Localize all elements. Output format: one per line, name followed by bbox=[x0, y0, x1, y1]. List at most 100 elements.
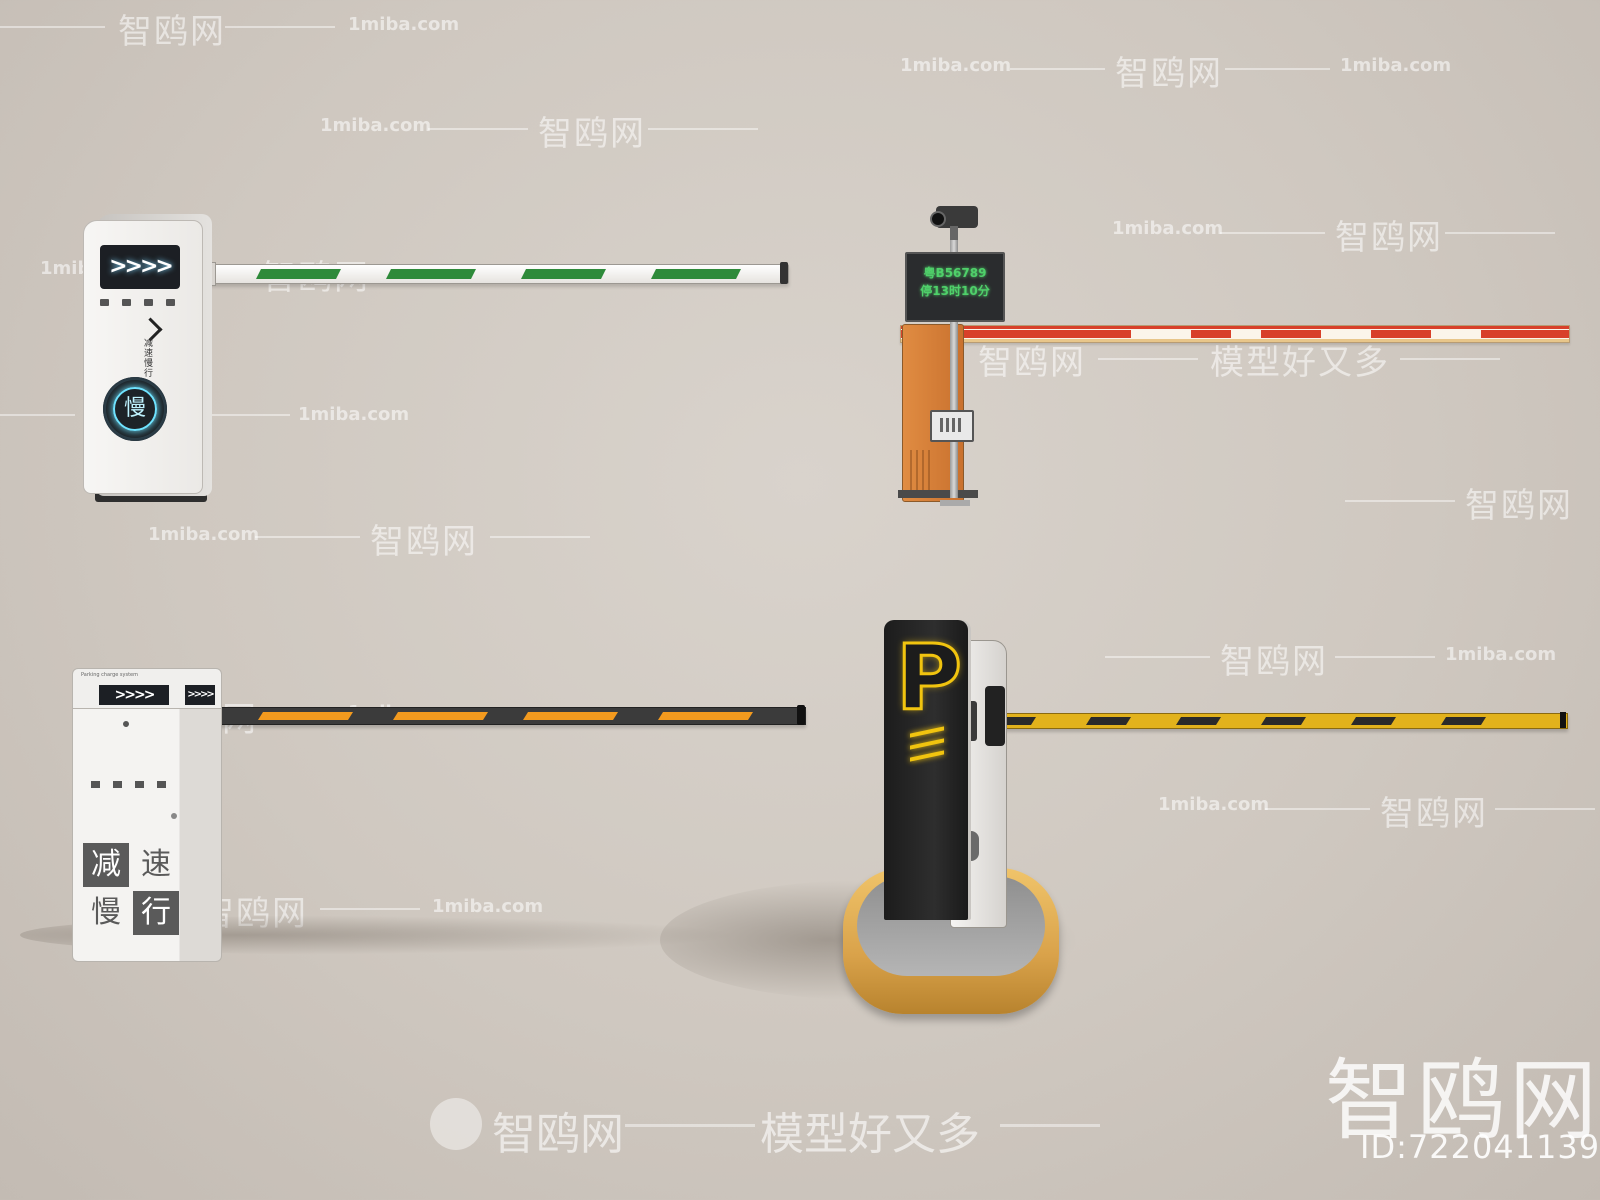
status-icon bbox=[122, 299, 131, 306]
watermark-domain: 1miba.com bbox=[320, 115, 432, 136]
watermark-slogan: 模型好又多 bbox=[760, 1109, 980, 1160]
slow-glyph: 慢 bbox=[113, 387, 157, 431]
watermark-dash bbox=[1105, 656, 1210, 658]
cabinet-top: Parking charge system >>>> >>>> bbox=[72, 668, 222, 710]
lock-keyhole-icon[interactable] bbox=[171, 813, 177, 819]
status-icon bbox=[100, 299, 109, 306]
arrow-display: >>>> bbox=[99, 685, 169, 705]
keypad-box[interactable] bbox=[930, 410, 974, 442]
led-display: 粤B56789 停13时10分 bbox=[905, 252, 1005, 322]
watermark-dash bbox=[1400, 358, 1500, 360]
vent-grille bbox=[910, 450, 930, 490]
watermark-brand: 智鸥网 bbox=[492, 1109, 624, 1160]
watermark-brand: 智鸥网 bbox=[1465, 486, 1573, 526]
watermark-brand: 智鸥网 bbox=[1335, 218, 1443, 258]
cabinet-body: 减 速 慢 行 bbox=[72, 708, 222, 962]
p-letter: P bbox=[895, 626, 964, 731]
boom-top-stripe bbox=[901, 326, 1569, 329]
boom-bottom-stripe bbox=[901, 339, 1569, 342]
image-id-label: ID:722041139 bbox=[1360, 1128, 1600, 1166]
sign-char: 慢 bbox=[83, 891, 129, 935]
pole-foot bbox=[940, 500, 970, 506]
arrow-down-right-icon bbox=[138, 317, 163, 342]
boom-end-cap bbox=[1560, 712, 1566, 728]
watermark-brand: 智鸥网 bbox=[1220, 642, 1328, 682]
camera-icon bbox=[930, 206, 978, 228]
watermark-dash bbox=[200, 414, 290, 416]
icon-row bbox=[98, 299, 182, 309]
watermark-brand: 智鸥网 bbox=[1115, 54, 1223, 94]
watermark-domain: 1miba.com bbox=[148, 524, 260, 545]
camera-lens bbox=[930, 211, 946, 227]
camera-mount bbox=[950, 226, 958, 240]
watermark-dash bbox=[1010, 68, 1105, 70]
corner-brand-logo: 智鸥网 bbox=[1325, 1049, 1600, 1152]
watermark-domain: 1miba.com bbox=[348, 14, 460, 35]
status-icon bbox=[144, 299, 153, 306]
neon-bar bbox=[910, 738, 944, 750]
boom-stripes bbox=[901, 330, 1569, 338]
watermark-dash bbox=[648, 128, 758, 130]
watermark-domain: 1miba.com bbox=[298, 404, 410, 425]
tiny-label: Parking charge system bbox=[81, 672, 138, 678]
neon-bar bbox=[910, 750, 944, 762]
sign-char: 行 bbox=[133, 891, 179, 935]
watermark-domain: 1miba.com bbox=[1158, 794, 1270, 815]
display-pole bbox=[950, 230, 958, 498]
watermark-dash bbox=[1098, 358, 1198, 360]
watermark-dash bbox=[1265, 808, 1370, 810]
status-icon bbox=[135, 781, 144, 788]
watermark-dash bbox=[320, 908, 420, 910]
watermark-dash bbox=[1000, 1124, 1100, 1127]
watermark-domain: 1miba.com bbox=[1112, 218, 1224, 239]
cabinet-front: >>>> 减速慢行 慢 bbox=[83, 220, 203, 494]
watermark-domain: 1miba.com bbox=[1340, 55, 1452, 76]
sign-char: 速 bbox=[133, 843, 179, 887]
icon-row bbox=[91, 781, 181, 791]
watermark-dash bbox=[225, 26, 335, 28]
watermark-dash bbox=[1495, 808, 1595, 810]
boom-arm bbox=[205, 264, 789, 284]
cabinet-base bbox=[898, 490, 978, 498]
boom-motor-housing bbox=[985, 686, 1005, 746]
watermark-brand: 智鸥网 bbox=[1380, 794, 1488, 834]
watermark-domain: 1miba.com bbox=[432, 896, 544, 917]
boom-stripes bbox=[258, 712, 753, 720]
status-icon bbox=[157, 781, 166, 788]
watermark-brand: 智鸥网 bbox=[118, 12, 226, 52]
sign-char: 减 bbox=[83, 843, 129, 887]
boom-stripes bbox=[991, 717, 1486, 725]
watermark-dash bbox=[428, 128, 528, 130]
watermark-dash bbox=[625, 1124, 755, 1127]
status-icon bbox=[113, 781, 122, 788]
keypad-keys bbox=[940, 418, 962, 432]
watermark-dash bbox=[255, 536, 360, 538]
watermark-domain: 1miba.com bbox=[900, 55, 1012, 76]
watermark-domain: 1miba.com bbox=[1445, 644, 1557, 665]
boom-end-cap bbox=[780, 262, 788, 284]
watermark-dash bbox=[490, 536, 590, 538]
watermark-brand: 智鸥网 bbox=[538, 114, 646, 154]
watermark-brand: 智鸥网 bbox=[978, 343, 1086, 383]
watermark-brand: 智鸥网 bbox=[370, 522, 478, 562]
parking-duration: 停13时10分 bbox=[920, 284, 990, 298]
watermark-dash bbox=[0, 414, 75, 416]
boom-arm bbox=[990, 713, 1568, 729]
dark-tower: P bbox=[884, 620, 968, 920]
arrow-display: >>>> bbox=[100, 245, 180, 289]
watermark-dash bbox=[1345, 500, 1455, 502]
round-button[interactable]: 慢 bbox=[103, 377, 167, 441]
watermark-dash bbox=[0, 26, 105, 28]
boom-stripes bbox=[256, 269, 741, 279]
boom-end-cap bbox=[797, 705, 805, 725]
watermark-slogan: 模型好又多 bbox=[1210, 343, 1390, 383]
sensor-dot bbox=[123, 721, 129, 727]
boom-arm bbox=[900, 325, 1570, 343]
slow-down-sign: 减 速 慢 行 bbox=[83, 843, 179, 935]
brand-bird-logo bbox=[430, 1098, 482, 1150]
side-arrow-display: >>>> bbox=[185, 685, 215, 705]
side-slogan: 减速慢行 bbox=[144, 339, 154, 379]
status-icon bbox=[91, 781, 100, 788]
watermark-dash bbox=[1225, 68, 1330, 70]
watermark-dash bbox=[1335, 656, 1435, 658]
